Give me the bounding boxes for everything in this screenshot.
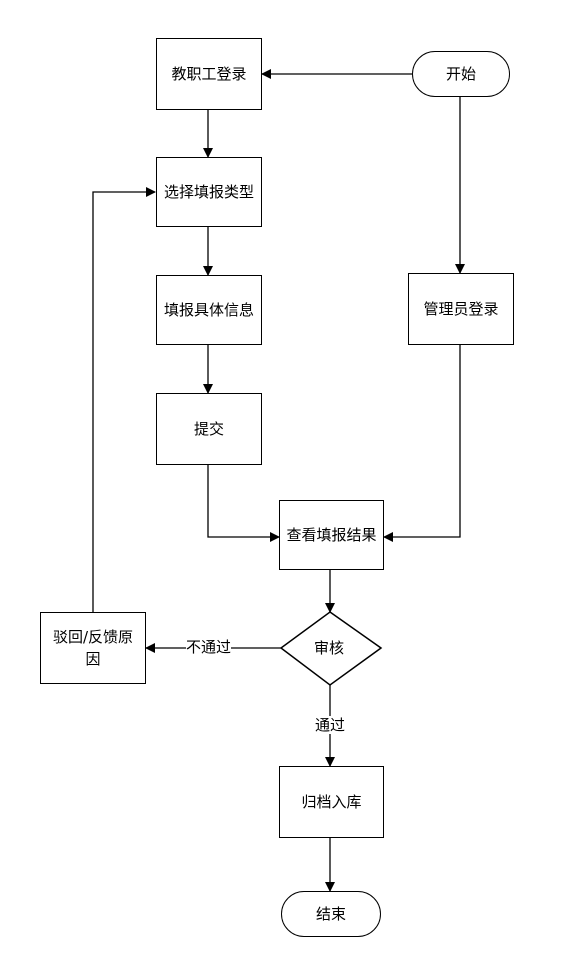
not-pass-label: 不通过 bbox=[186, 638, 232, 656]
view-results-label: 查看填报结果 bbox=[286, 526, 377, 544]
staff-login-label: 教职工登录 bbox=[171, 65, 247, 83]
fill-info-label: 填报具体信息 bbox=[163, 301, 254, 319]
select-type-node: 选择填报类型 bbox=[156, 157, 262, 227]
edge-reject-to-select-type bbox=[92, 187, 156, 612]
archive-node: 归档入库 bbox=[279, 766, 384, 838]
submit-label: 提交 bbox=[193, 420, 224, 438]
archive-label: 归档入库 bbox=[301, 793, 362, 811]
submit-node: 提交 bbox=[156, 393, 262, 465]
review-diamond bbox=[279, 611, 383, 686]
reject-feedback-label: 驳回/反馈原因 bbox=[52, 628, 134, 668]
pass-label: 通过 bbox=[315, 716, 346, 734]
end-node: 结束 bbox=[281, 891, 381, 937]
edge-submit-to-view-results bbox=[207, 465, 280, 542]
admin-login-node: 管理员登录 bbox=[408, 273, 514, 345]
start-label: 开始 bbox=[445, 65, 476, 83]
start-node: 开始 bbox=[412, 51, 510, 97]
edge-admin-login-to-view-results bbox=[383, 345, 461, 542]
fill-info-node: 填报具体信息 bbox=[156, 275, 262, 345]
end-label: 结束 bbox=[315, 905, 346, 923]
admin-login-label: 管理员登录 bbox=[423, 300, 499, 318]
view-results-node: 查看填报结果 bbox=[279, 500, 384, 570]
select-type-label: 选择填报类型 bbox=[163, 183, 254, 201]
review-label: 审核 bbox=[314, 639, 345, 657]
staff-login-node: 教职工登录 bbox=[156, 38, 262, 110]
reject-feedback-node: 驳回/反馈原因 bbox=[40, 612, 146, 684]
